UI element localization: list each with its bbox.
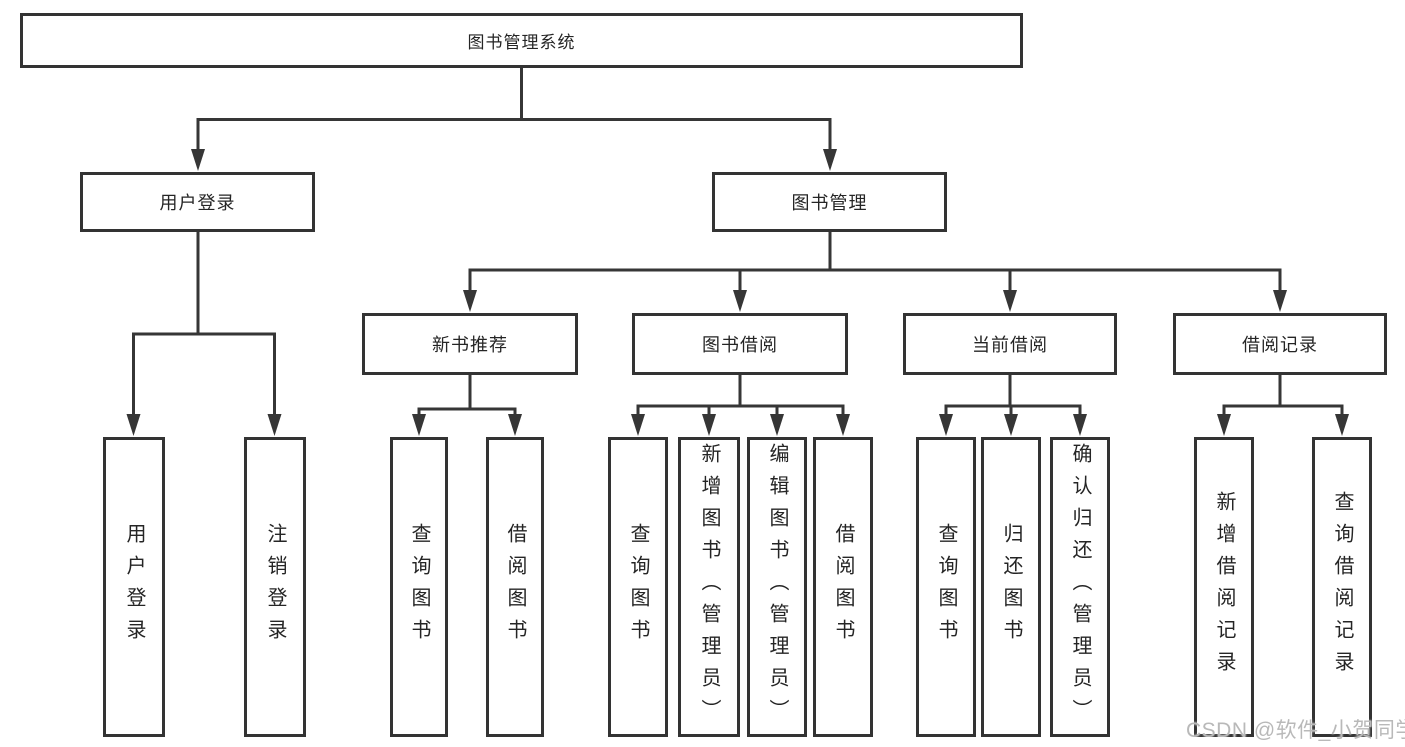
node-label: 新增图书（管理员） (698, 443, 720, 731)
arrowhead-user-login (191, 149, 205, 171)
node-book-management: 图书管理 (712, 172, 947, 232)
node-label: 新书推荐 (432, 335, 508, 355)
leaf-return-book: 归还图书 (981, 437, 1041, 737)
node-label: 注销登录 (264, 523, 286, 651)
node-label: 查询图书 (408, 523, 430, 651)
node-borrow-records: 借阅记录 (1173, 313, 1387, 375)
leaf-query-book-current: 查询图书 (916, 437, 976, 737)
node-library-management-system: 图书管理系统 (20, 13, 1023, 68)
arrowhead-current-borrow (1003, 290, 1017, 312)
arrowhead-leaf-user-login (126, 414, 141, 436)
leaf-user-login: 用户登录 (103, 437, 165, 737)
node-label: 图书借阅 (702, 335, 778, 355)
node-label: 查询图书 (627, 523, 649, 651)
node-label: 图书管理 (791, 193, 868, 213)
node-current-borrow: 当前借阅 (903, 313, 1117, 375)
leaf-query-book-borrow: 查询图书 (608, 437, 668, 737)
leaf-add-book-admin: 新增图书（管理员） (678, 437, 740, 737)
arrowhead-leaf-logout (267, 414, 282, 436)
arrowhead-borrow-records (1273, 290, 1287, 312)
node-user-login: 用户登录 (80, 172, 315, 232)
node-label: 当前借阅 (972, 335, 1048, 355)
arrowhead-book-management (823, 149, 837, 171)
leaf-logout: 注销登录 (244, 437, 306, 737)
node-label: 确认归还（管理员） (1069, 443, 1091, 731)
leaf-confirm-return-admin: 确认归还（管理员） (1050, 437, 1110, 737)
arrowhead-book-borrow (733, 290, 747, 312)
leaf-borrow-book: 借阅图书 (813, 437, 873, 737)
node-label: 借阅图书 (504, 523, 526, 651)
node-label: 用户登录 (123, 523, 145, 651)
csdn-watermark: CSDN @软件_小贺同学 (1186, 719, 1405, 742)
node-book-borrow: 图书借阅 (632, 313, 848, 375)
arrowhead-new-book-recommend (463, 290, 477, 312)
node-new-book-recommend: 新书推荐 (362, 313, 578, 375)
node-label: 编辑图书（管理员） (766, 443, 788, 731)
leaf-borrow-book-recommend: 借阅图书 (486, 437, 544, 737)
node-label: 借阅记录 (1242, 335, 1318, 355)
node-label: 归还图书 (1000, 523, 1022, 651)
leaf-query-borrow-record: 查询借阅记录 (1312, 437, 1372, 737)
node-label: 新增借阅记录 (1213, 491, 1235, 683)
node-label: 查询图书 (935, 523, 957, 651)
node-label: 图书管理系统 (467, 33, 576, 52)
leaf-add-borrow-record: 新增借阅记录 (1194, 437, 1254, 737)
node-label: 查询借阅记录 (1331, 491, 1353, 683)
node-label: 借阅图书 (832, 523, 854, 651)
leaf-query-book-recommend: 查询图书 (390, 437, 448, 737)
leaf-edit-book-admin: 编辑图书（管理员） (747, 437, 807, 737)
node-label: 用户登录 (159, 193, 236, 213)
